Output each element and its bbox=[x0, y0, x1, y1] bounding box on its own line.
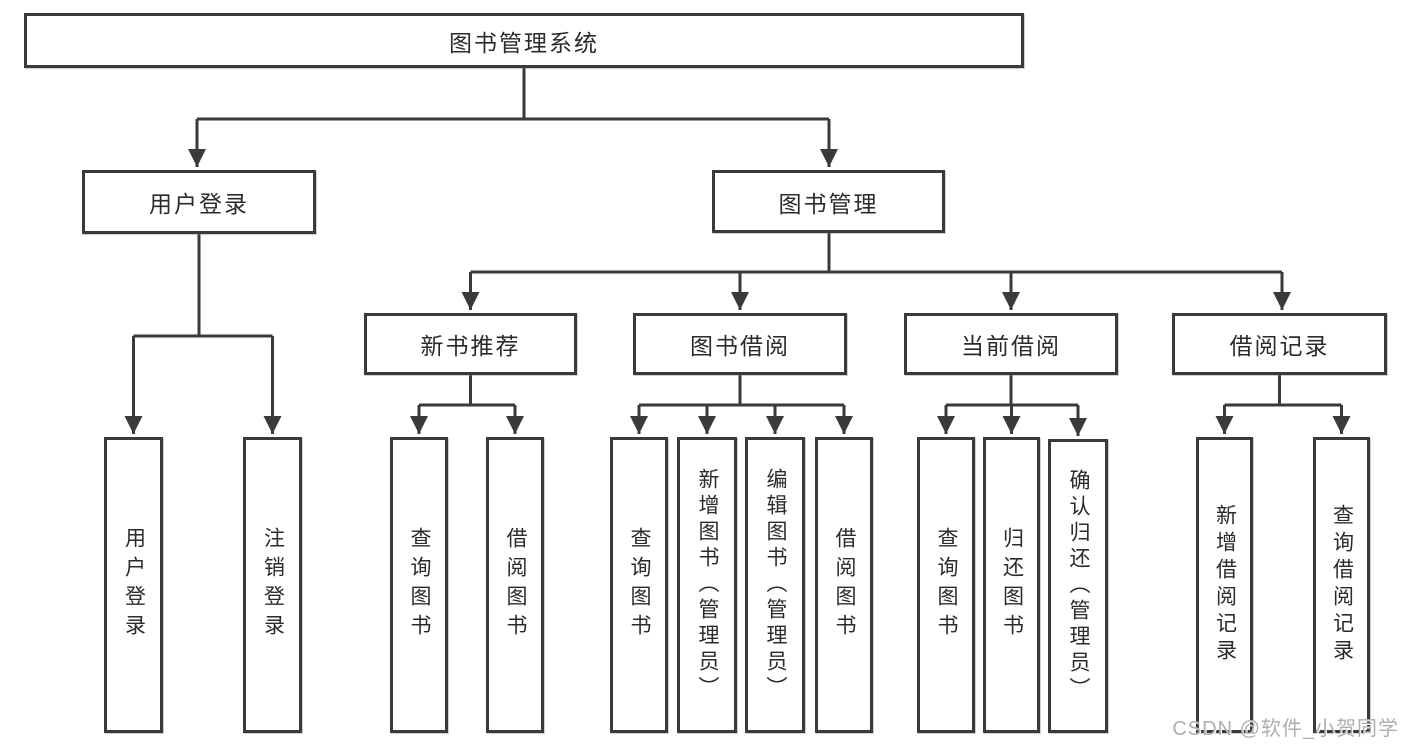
leaf-confirm-return-admin: 确认归还（管理员） bbox=[1048, 439, 1108, 733]
leaf-borrow-books: 借阅图书 bbox=[815, 437, 873, 733]
node-current-borrow: 当前借阅 bbox=[904, 313, 1118, 375]
leaf-logout: 注销登录 bbox=[243, 437, 302, 733]
node-root-system: 图书管理系统 bbox=[24, 13, 1024, 68]
node-new-book-recommend: 新书推荐 bbox=[364, 313, 577, 375]
node-user-login: 用户登录 bbox=[82, 170, 316, 234]
node-book-management: 图书管理 bbox=[712, 170, 945, 233]
leaf-user-login: 用户登录 bbox=[104, 437, 163, 733]
node-borrow-records: 借阅记录 bbox=[1172, 313, 1387, 375]
leaf-add-borrow-record: 新增借阅记录 bbox=[1196, 437, 1253, 733]
leaf-query-books: 查询图书 bbox=[390, 437, 448, 733]
leaf-borrow-books: 借阅图书 bbox=[486, 437, 544, 733]
leaf-add-books-admin: 新增图书（管理员） bbox=[677, 437, 737, 733]
leaf-query-books: 查询图书 bbox=[610, 437, 668, 733]
leaf-query-books: 查询图书 bbox=[917, 437, 975, 733]
leaf-return-books: 归还图书 bbox=[983, 437, 1040, 733]
leaf-edit-books-admin: 编辑图书（管理员） bbox=[745, 437, 805, 733]
leaf-query-borrow-record: 查询借阅记录 bbox=[1313, 437, 1370, 733]
csdn-watermark: CSDN @软件_小贺同学 bbox=[1172, 718, 1399, 740]
node-book-borrow: 图书借阅 bbox=[633, 313, 847, 375]
